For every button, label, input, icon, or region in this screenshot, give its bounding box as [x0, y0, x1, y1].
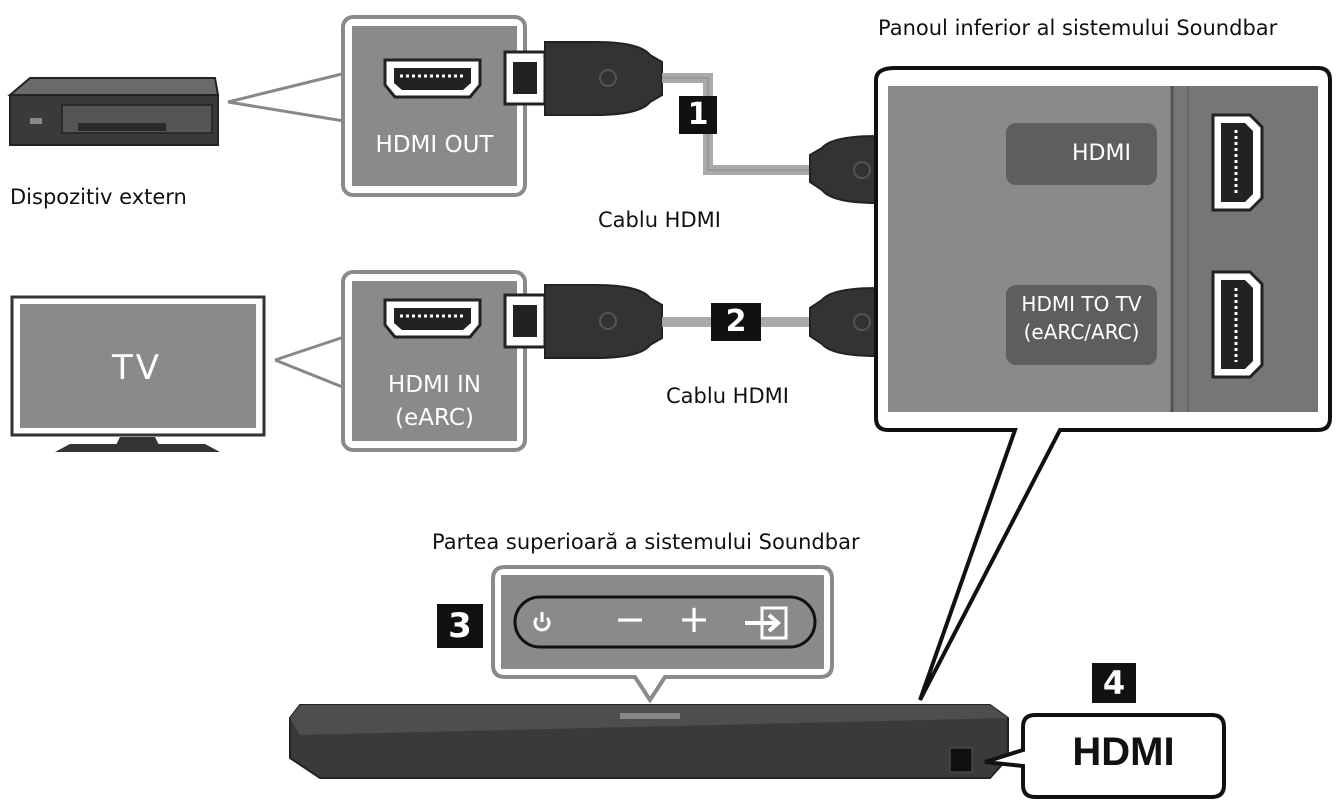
panel-hdmi-text: HDMI — [1072, 141, 1131, 166]
panel-hdmi-tv-text-line2: (eARC/ARC) — [1023, 320, 1140, 344]
top-panel-label: Partea superioară a sistemului Soundbar — [432, 530, 860, 554]
hdmi-in-text-line2: (eARC) — [395, 405, 474, 431]
cable-1-label: Cablu HDMI — [598, 208, 721, 232]
callout-tv — [274, 333, 351, 392]
tv-screen-text: TV — [112, 348, 163, 388]
volume-down-button: − — [614, 597, 646, 641]
soundbar-top-buttons-box — [491, 565, 834, 704]
cable-2-label: Cablu HDMI — [666, 384, 789, 408]
hdmi-callout-text: HDMI — [1072, 730, 1175, 774]
soundbar-illustration — [289, 704, 1009, 779]
hdmi-connector-2a — [503, 284, 663, 359]
bottom-panel-label: Panoul inferior al sistemului Soundbar — [878, 16, 1278, 40]
callout-external — [227, 70, 351, 124]
step-4-badge: 4 — [1092, 663, 1136, 703]
hdmi-out-port-box — [341, 15, 527, 197]
hdmi-out-text: HDMI OUT — [375, 132, 494, 158]
hdmi-callout-box — [984, 713, 1226, 799]
soundbar-bottom-panel — [874, 66, 1332, 701]
hdmi-in-text-line1: HDMI IN — [388, 372, 481, 398]
hdmi-connector-1a — [503, 41, 663, 116]
tv-illustration — [10, 295, 266, 452]
step-1-badge: 1 — [679, 96, 717, 134]
volume-up-button: + — [678, 597, 710, 641]
power-icon — [533, 612, 551, 632]
external-device-label: Dispozitiv extern — [10, 185, 187, 209]
panel-hdmi-tv-text-line1: HDMI TO TV — [1021, 292, 1142, 316]
source-input-icon — [745, 606, 788, 640]
step-3-badge: 3 — [437, 604, 483, 648]
external-device-illustration — [7, 77, 220, 146]
hdmi-in-port-box — [341, 270, 527, 452]
step-2-badge: 2 — [711, 303, 761, 341]
